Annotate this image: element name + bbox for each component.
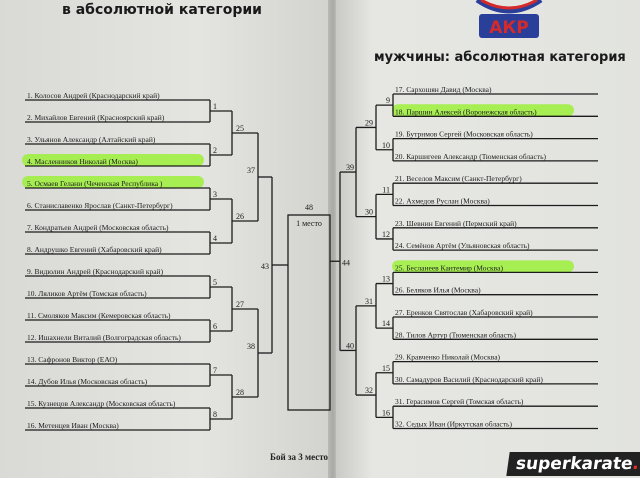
- match-number: 38: [247, 342, 255, 351]
- match-number: 9: [386, 96, 390, 105]
- competitor-name: 22. Ахмедов Руслан (Москва): [395, 197, 490, 206]
- competitor-name: 5. Осмаев Гелани (Чеченская Республика ): [27, 179, 163, 188]
- third-place-label: Бой за 3 место: [270, 452, 329, 462]
- competitor-name: 31. Герасимов Сергей (Томская область): [395, 397, 524, 406]
- competitor-name: 4. Масленников Николай (Москва): [27, 157, 138, 166]
- match-number: 26: [236, 212, 244, 221]
- competitor-name: 13. Сафронов Виктор (ЕАО): [27, 355, 118, 364]
- match-number: 43: [261, 262, 269, 271]
- competitor-name: 16. Метенцев Иван (Москва): [27, 421, 119, 430]
- competitor-name: 10. Ляликов Артём (Томская область): [27, 289, 147, 298]
- final-match-number: 48: [305, 203, 313, 212]
- match-number: 3: [213, 190, 217, 199]
- competitor-name: 11. Смоляков Максим (Кемеровская область…: [27, 311, 171, 320]
- competitor-name: 7. Кондратьев Андрей (Московская область…: [27, 223, 169, 232]
- match-number: 30: [365, 208, 373, 217]
- match-number: 15: [382, 364, 390, 373]
- competitor-name: 20. Каршигеев Александр (Тюменская облас…: [395, 152, 547, 161]
- match-number: 10: [382, 141, 390, 150]
- match-number: 13: [382, 275, 390, 284]
- watermark-suffix: .ru: [631, 454, 640, 474]
- match-number: 4: [213, 234, 217, 243]
- match-number: 7: [213, 366, 217, 375]
- competitor-name: 15. Кузнецов Александр (Московская облас…: [27, 399, 176, 408]
- match-number: 8: [213, 410, 217, 419]
- highlight-marker: [22, 154, 204, 166]
- match-number: 1: [213, 102, 217, 111]
- competitor-name: 27. Еренков Святослав (Хабаровский край): [395, 308, 533, 317]
- competitor-name: 24. Семёнов Артём (Ульяновская область): [395, 241, 530, 250]
- right-title: мужчины: абсолютная категория: [374, 50, 626, 65]
- competitor-name: 18. Паршин Алексей (Воронежская область): [395, 107, 537, 116]
- left-title: в абсолютной категории: [62, 2, 262, 18]
- watermark: superkarate.ru: [506, 452, 640, 476]
- competitor-name: 19. Бутрнмов Сергей (Московская область): [395, 130, 533, 139]
- highlight-marker: [22, 176, 204, 188]
- match-number: 12: [382, 230, 390, 239]
- competitor-name: 3. Ульянов Александр (Алтайский край): [27, 135, 156, 144]
- competitor-name: 29. Кравченко Николай (Москва): [395, 353, 501, 362]
- match-number: 31: [365, 297, 373, 306]
- competitor-name: 8. Андрушко Евгений (Хабаровский край): [27, 245, 162, 254]
- match-number: 25: [236, 124, 244, 133]
- booklet-spine: [328, 0, 338, 478]
- competitor-name: 28. Тилов Артур (Тюменская область): [395, 330, 516, 339]
- competitor-name: 6. Станиславенко Ярослав (Санкт-Петербур…: [27, 201, 173, 210]
- competitor-name: 32. Седых Иван (Иркутская область): [395, 420, 512, 429]
- match-number: 14: [382, 319, 390, 328]
- match-number: 37: [247, 166, 255, 175]
- competitor-name: 30. Самадуров Василий (Краснодарский кра…: [395, 375, 543, 384]
- highlight-marker: [392, 104, 574, 117]
- match-number: 16: [382, 408, 390, 417]
- match-number: 40: [346, 341, 354, 350]
- competitor-name: 21. Веселов Максим (Санкт-Петербург): [395, 174, 522, 183]
- final-place-label: 1 место: [296, 219, 322, 228]
- match-number: 2: [213, 146, 217, 155]
- competitor-name: 25. Бесланеев Кантемир (Москва): [395, 263, 503, 272]
- match-number: 27: [236, 300, 244, 309]
- akr-logo: АКР: [475, 0, 543, 38]
- final-box: [287, 214, 331, 411]
- match-number: 39: [346, 163, 354, 172]
- competitor-name: 9. Видюлин Андрей (Краснодарский край): [27, 267, 164, 276]
- highlight-marker: [392, 260, 574, 273]
- competitor-name: 1. Колосов Андрей (Краснодарский край): [27, 91, 160, 100]
- match-number: 5: [213, 278, 217, 287]
- competitor-name: 26. Беляков Илья (Москва): [395, 286, 481, 295]
- watermark-main: superkarate: [514, 454, 634, 474]
- competitor-name: 23. Шевнин Евгений (Пермский край): [395, 219, 517, 228]
- match-number: 29: [365, 118, 373, 127]
- match-number: 6: [213, 322, 217, 331]
- match-number: 44: [342, 258, 350, 267]
- match-number: 11: [382, 185, 390, 194]
- match-number: 28: [236, 388, 244, 397]
- match-number: 32: [365, 386, 373, 395]
- competitor-name: 2. Михайлов Евгений (Красноярский край): [27, 113, 165, 122]
- left-page: [0, 0, 332, 478]
- competitor-name: 14. Дубов Илья (Московская область): [27, 377, 148, 386]
- competitor-name: 17. Сархошян Давид (Москва): [395, 85, 492, 94]
- competitor-name: 12. Ишахнели Виталий (Волгоградская обла…: [27, 333, 181, 342]
- logo-text: АКР: [489, 18, 529, 38]
